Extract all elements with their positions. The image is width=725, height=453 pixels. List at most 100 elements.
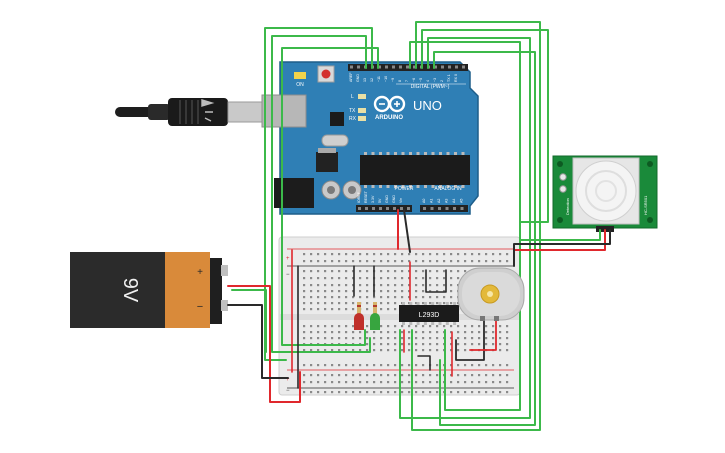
- wire-motor-lead-1: [455, 317, 485, 361]
- pin-label: AREF: [349, 72, 353, 82]
- arduino-dc-jack: [274, 178, 314, 208]
- header-pin: [438, 207, 441, 210]
- l293d-driver-ic: L293D: [399, 302, 459, 325]
- tx-led: [358, 108, 366, 113]
- header-pin: [399, 65, 402, 69]
- pin-label: 4: [426, 80, 430, 82]
- wire-black-gnd: [403, 209, 411, 253]
- wire-green-battery: [231, 289, 267, 353]
- wire-black-ic-bottom: [417, 355, 431, 371]
- wire-black-ic-gnd: [425, 269, 447, 293]
- led-green: [370, 313, 380, 330]
- pin-label: A4: [452, 199, 456, 203]
- pin-label: 7: [405, 80, 409, 82]
- wire-red-pir-vcc: [513, 229, 606, 251]
- header-pin: [445, 207, 449, 210]
- arduino-usb-chip: [330, 112, 344, 126]
- pin-label: 3.3V: [371, 195, 375, 203]
- pin-label: ~3: [433, 78, 437, 82]
- ic-label: L293D: [419, 312, 440, 319]
- pin-label: 8: [398, 80, 402, 82]
- battery-terminal-negative: [221, 300, 228, 311]
- pin-label: 13: [363, 78, 367, 82]
- wires: [227, 21, 611, 431]
- rx-led: [358, 116, 366, 121]
- pin-label: A1: [430, 199, 434, 203]
- header-pin: [462, 65, 465, 69]
- l-led: [358, 94, 366, 99]
- rx-label: RX: [349, 116, 357, 122]
- header-pin: [365, 207, 368, 210]
- power-header: [356, 205, 412, 212]
- resistor-2: [373, 302, 377, 316]
- battery-plus-sign: +: [197, 267, 203, 278]
- led-red: [354, 313, 364, 330]
- analog-label: ANALOG IN: [434, 186, 462, 192]
- tx-label: TX: [349, 108, 356, 114]
- header-pin: [392, 65, 395, 69]
- wire-green-pin6: [411, 21, 541, 431]
- battery-label: 9V: [119, 278, 141, 303]
- header-pin: [378, 65, 381, 69]
- header-pin: [358, 207, 361, 210]
- header-pin: [434, 65, 437, 69]
- pir-label-right: HC-SR501: [643, 195, 648, 215]
- digital-header-label: DIGITAL (PWM~): [411, 84, 450, 90]
- usb-symbol-icon: [201, 99, 215, 122]
- wire-green-pin12: [264, 27, 373, 361]
- pin-label: ~6: [412, 78, 416, 82]
- pin-label: ~10: [384, 76, 388, 82]
- header-pin: [385, 65, 388, 69]
- pin-label: RX 0: [454, 74, 458, 82]
- pin-label: Vin: [399, 198, 403, 203]
- wire-motor-lead-2: [469, 317, 497, 351]
- pin-label: ~5: [419, 78, 423, 82]
- pir-potentiometer-2: [559, 185, 567, 193]
- arduino-crystal: [321, 134, 349, 147]
- arduino-regulator: [316, 152, 338, 172]
- pir-potentiometer-1: [559, 173, 567, 181]
- header-pin: [393, 207, 396, 210]
- resistor-1: [357, 302, 361, 316]
- header-pin: [453, 207, 456, 210]
- wire-black-pir-gnd: [513, 229, 611, 267]
- wire-green-pin3: [433, 51, 536, 426]
- usb-plug-metal: [227, 101, 263, 123]
- power-label: POWER: [395, 186, 414, 192]
- arduino-on-led: [294, 72, 306, 79]
- rail-plus-top: +: [286, 256, 290, 262]
- header-pin: [400, 207, 403, 210]
- pin-label: A2: [437, 199, 441, 203]
- battery-black-section: [70, 252, 168, 328]
- reset-button-cap: [321, 69, 331, 79]
- header-pin: [379, 207, 382, 210]
- wire-red-battery: [227, 285, 301, 403]
- wire-green-pin13: [271, 35, 371, 353]
- pin-label: RESET: [364, 190, 368, 203]
- pin-label: 5V: [378, 198, 382, 203]
- header-pin: [441, 65, 444, 69]
- rail-minus-bottom: −: [286, 388, 290, 394]
- battery-terminal-cap: [210, 258, 222, 324]
- header-pin: [350, 65, 353, 69]
- pin-label: GND: [356, 74, 360, 82]
- pin-label: A3: [445, 199, 449, 203]
- pin-label: A5: [460, 199, 464, 203]
- usb-cable-strain-relief: [148, 104, 170, 120]
- arduino-logo-text: ARDUINO: [375, 115, 403, 121]
- analog-header: [420, 205, 468, 212]
- battery-orange-section: [165, 252, 210, 328]
- header-pin: [455, 65, 458, 69]
- pin-label: ~11: [377, 76, 381, 82]
- usb-cable: [115, 98, 263, 126]
- pin-label: 2: [440, 80, 444, 82]
- arduino-model-text: UNO: [413, 98, 442, 113]
- l-led-label: L: [351, 94, 354, 100]
- wire-green-pir-signal: [519, 229, 601, 241]
- pin-label: A0: [422, 199, 426, 203]
- wire-black-battery: [227, 304, 289, 379]
